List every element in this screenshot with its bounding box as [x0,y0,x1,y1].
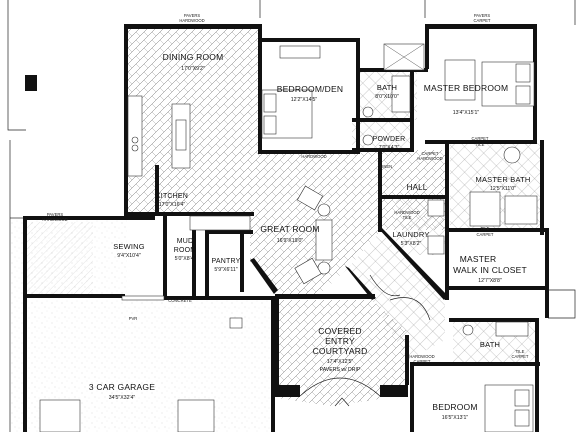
note-hardwood-top: HARDWOOD [179,18,204,23]
dining-room-label: DINING ROOM [163,52,224,62]
note-pavers-top: PAVERS [184,13,201,18]
note-carpet-closet: CARPET [477,232,494,237]
note-hardwood-den: HARDWOOD [301,154,326,159]
note-hardwood-laundry: HARDWOOD [394,210,419,215]
note-hardwood-hall: HARDWOOD [417,156,442,161]
detail-lines [7,0,576,432]
fixtures [39,43,538,432]
note-pavers-master: PAVERS [474,13,491,18]
master-bedroom-dim: 13'4"X15'1" [453,110,480,116]
great-room-label: GREAT ROOM [260,224,319,234]
bedroom-dim: 16'5"X13'1" [442,415,469,421]
sewing-label: SEWING [113,242,145,251]
note-carpet-south: CARPET [414,359,431,364]
pantry-dim: 5'9"X6'11" [214,267,237,273]
great-room-dim: 16'9"X19'0" [277,238,304,244]
note-carpet-den: CARPET [306,149,323,154]
courtyard-label-2: ENTRY [325,336,355,346]
walls [23,24,549,432]
note-tile-bath2: TILE [516,349,525,354]
bath2-label: BATH [480,340,500,349]
master-bedroom-label: MASTER BEDROOM [424,83,509,93]
mud-room-label-2: ROOM [174,247,197,254]
courtyard-label-3: COURTYARD [313,346,368,356]
note-concrete: CONCRETE [168,298,192,303]
note-carpet-mbath: CARPET [472,136,489,141]
bedroom-label: BEDROOM [432,402,477,412]
garage-label: 3 CAR GARAGE [89,382,155,392]
master-closet-label-1: MASTER [460,254,497,264]
garage-dim: 34'5"X32'4" [109,395,136,401]
note-carpet-hall: CARPET [422,151,439,156]
mud-room-dim: 5'0"X8'4" [175,256,196,262]
note-pvr: PVR [129,316,138,321]
sewing-dim: 9'4"X10'4" [117,253,141,259]
dining-room-dim: 17'0"X9'2" [181,66,205,72]
courtyard-note: PAVERS w/ DRIP [320,367,361,373]
material-notes: PAVERS HARDWOOD PAVERS CARPET CARPET HAR… [42,13,529,364]
bedroom-den-label: BEDROOM/DEN [277,84,343,94]
bedroom-den-dim: 12'2"X14'5" [291,97,318,103]
note-tile-closet: TILE [481,226,490,231]
kitchen-dim: 17'0"X16'4" [159,202,186,208]
bath1-label: BATH [377,83,397,92]
master-closet-label-2: WALK IN CLOSET [453,265,527,275]
laundry-label: LAUNDRY [392,230,429,239]
hall-label: HALL [407,183,428,192]
courtyard-dim: 17'4"X12'5" [327,359,354,365]
note-linen: LINEN [380,164,392,169]
master-closet-dim: 12'7"X8'8" [478,278,502,284]
mud-room-label-1: MUD [177,238,194,245]
room-labels: DINING ROOM 17'0"X9'2" BEDROOM/DEN 12'2"… [89,52,531,421]
pantry-label: PANTRY [212,258,241,265]
note-tile-laundry: TILE [403,215,412,220]
master-bath-dim: 12'5"X11'0" [490,186,516,192]
note-carpet-master: CARPET [474,18,491,23]
laundry-dim: 5'3"X8'2" [401,241,422,247]
courtyard-label-1: COVERED [318,326,361,336]
note-tile-mbath: TILE [476,142,485,147]
note-pavers-sewing: PAVERS [47,212,64,217]
powder-dim: 7'0"X4'3" [379,145,400,151]
note-hardwood-sewing: HARDWOOD [42,217,67,222]
powder-label: POWDER [373,136,406,143]
note-carpet-bath2: CARPET [512,354,529,359]
kitchen-label: KITCHEN [156,193,188,200]
master-bath-label: MASTER BATH [476,175,531,184]
bath1-dim: 8'0"X10'0" [375,94,399,100]
note-hardwood-south: HARDWOOD [409,354,434,359]
